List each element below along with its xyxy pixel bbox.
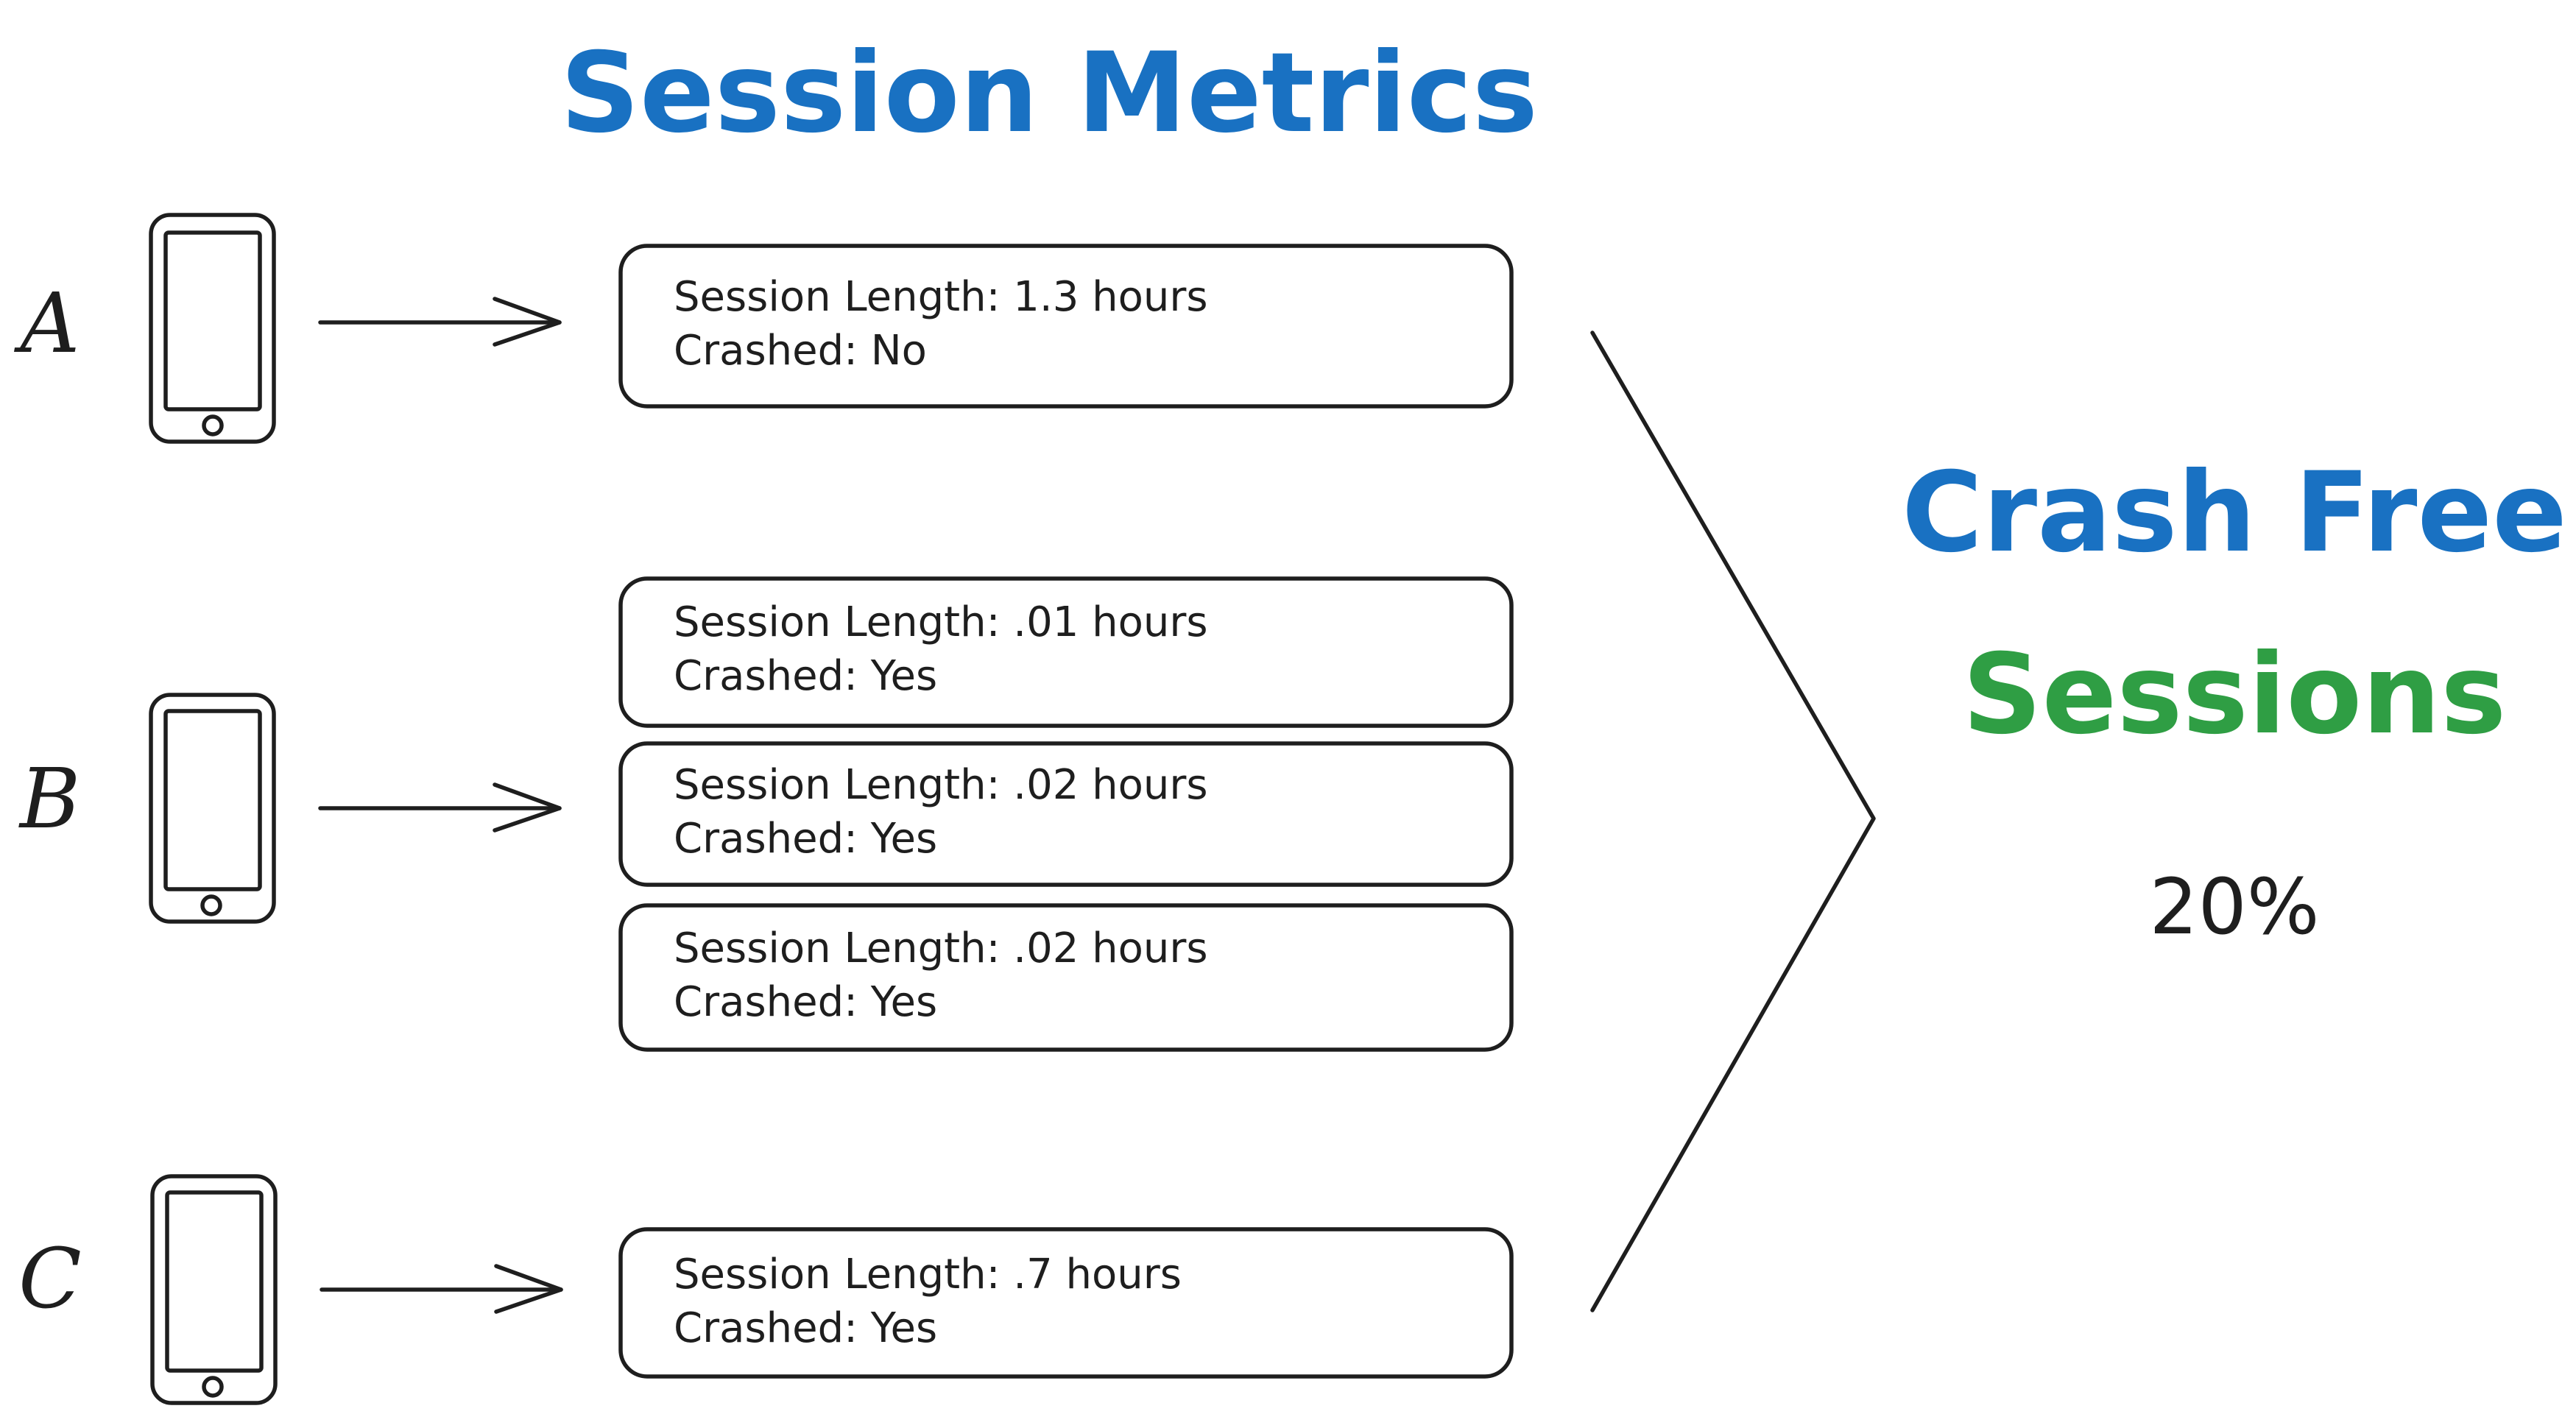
- diagram-title: Session Metrics: [560, 29, 1538, 158]
- session-length-text: Session Length: .02 hours: [674, 925, 1208, 972]
- result-subtitle: Sessions: [1963, 631, 2507, 759]
- crashed-status-text: Crashed: No: [674, 327, 927, 375]
- device-a-label: A: [14, 276, 80, 372]
- session-card: Session Length: .02 hours Crashed: Yes: [618, 741, 1514, 887]
- arrow-right-icon: [318, 297, 562, 347]
- device-b-label: B: [18, 752, 80, 847]
- result-title: Crash Free: [1902, 449, 2567, 577]
- crashed-status-text: Crashed: Yes: [674, 652, 937, 700]
- arrow-right-icon: [318, 782, 562, 833]
- session-length-text: Session Length: 1.3 hours: [674, 273, 1208, 321]
- session-length-text: Session Length: .02 hours: [674, 761, 1208, 809]
- session-card: Session Length: 1.3 hours Crashed: No: [618, 244, 1514, 409]
- crashed-status-text: Crashed: Yes: [674, 1304, 937, 1352]
- session-length-text: Session Length: .7 hours: [674, 1251, 1182, 1298]
- session-card: Session Length: .7 hours Crashed: Yes: [618, 1227, 1514, 1379]
- phone-icon: [149, 213, 276, 444]
- phone-icon: [149, 693, 276, 924]
- device-c: C Session Length: .7 hours Crashed: Yes: [18, 1174, 1514, 1405]
- session-card: Session Length: .02 hours Crashed: Yes: [618, 903, 1514, 1052]
- bracket-chevron: [1590, 331, 1876, 1312]
- crash-free-percentage: 20%: [2149, 862, 2319, 952]
- result-panel: Crash Free Sessions 20%: [1902, 449, 2567, 952]
- device-c-label: C: [18, 1231, 82, 1327]
- device-a: A Session Length: 1.3 hours Crashed: No: [14, 213, 1514, 444]
- device-b: B Session Length: .01 hours Crashed: Yes…: [18, 576, 1514, 1052]
- session-card: Session Length: .01 hours Crashed: Yes: [618, 576, 1514, 728]
- phone-icon: [150, 1174, 278, 1405]
- arrow-right-icon: [320, 1264, 563, 1314]
- crashed-status-text: Crashed: Yes: [674, 815, 937, 863]
- crashed-status-text: Crashed: Yes: [674, 978, 937, 1026]
- session-length-text: Session Length: .01 hours: [674, 598, 1208, 646]
